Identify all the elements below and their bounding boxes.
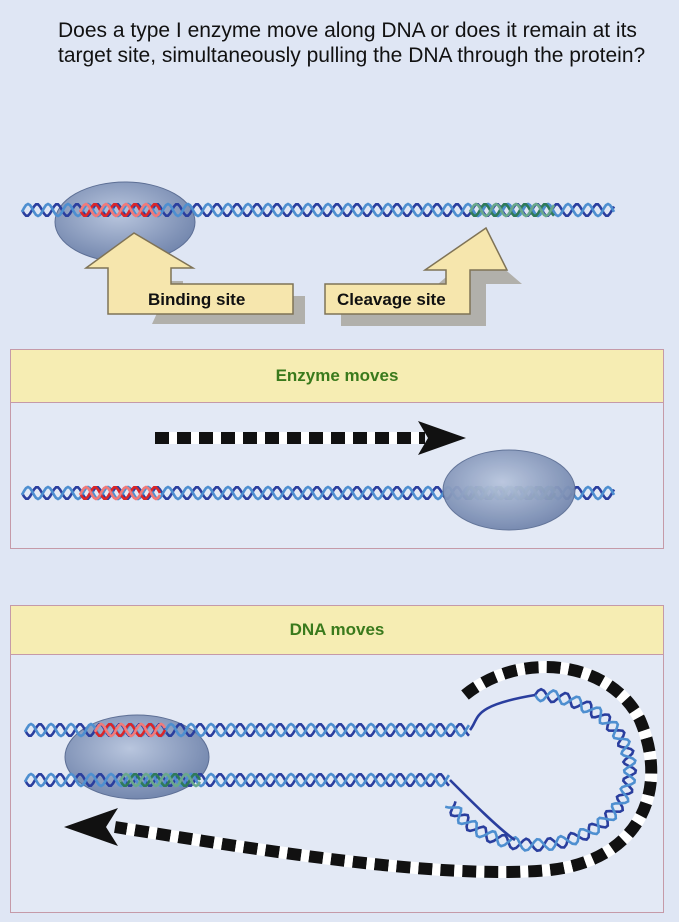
- dna-loop-connector-top: [468, 693, 536, 731]
- dna-strand-b: [20, 202, 616, 218]
- dna-loop-strand-a: [449, 687, 638, 853]
- binding-site-strand-b: [78, 485, 162, 501]
- panel-title-dna-moves: DNA moves: [11, 606, 663, 655]
- binding-site-strand-b: [78, 202, 162, 218]
- dna-moves-arrow-dashes: [114, 661, 658, 878]
- panel-title-enzyme-moves: Enzyme moves: [11, 350, 663, 403]
- dna-helix-top: [20, 202, 616, 218]
- motion-arrow-dna: [114, 661, 658, 878]
- binding-site-arrow: [83, 232, 305, 324]
- arrowhead-dna-moves: [64, 808, 118, 846]
- cleavage-site-strand-b: [468, 202, 556, 218]
- dna-moves-arrow-gaps: [114, 661, 658, 878]
- cleavage-site-label: Cleavage site: [337, 290, 446, 309]
- dna-loop-strand-b: [444, 689, 637, 852]
- binding-site-strand-b: [93, 722, 167, 738]
- arrowhead-enzyme-moves: [418, 421, 466, 455]
- enzyme-middle: [442, 449, 576, 531]
- dna-loop-connector-bottom: [449, 779, 516, 842]
- dna-lower-strand-b: [23, 772, 451, 788]
- cleavage-site-strand-b: [118, 772, 202, 788]
- cleavage-site-arrow: [324, 226, 522, 326]
- dna-helix-bottom: [23, 687, 638, 853]
- binding-site-label: Binding site: [148, 290, 246, 309]
- question-text: Does a type I enzyme move along DNA or d…: [58, 19, 646, 67]
- binding-site-strand-a: [93, 723, 167, 737]
